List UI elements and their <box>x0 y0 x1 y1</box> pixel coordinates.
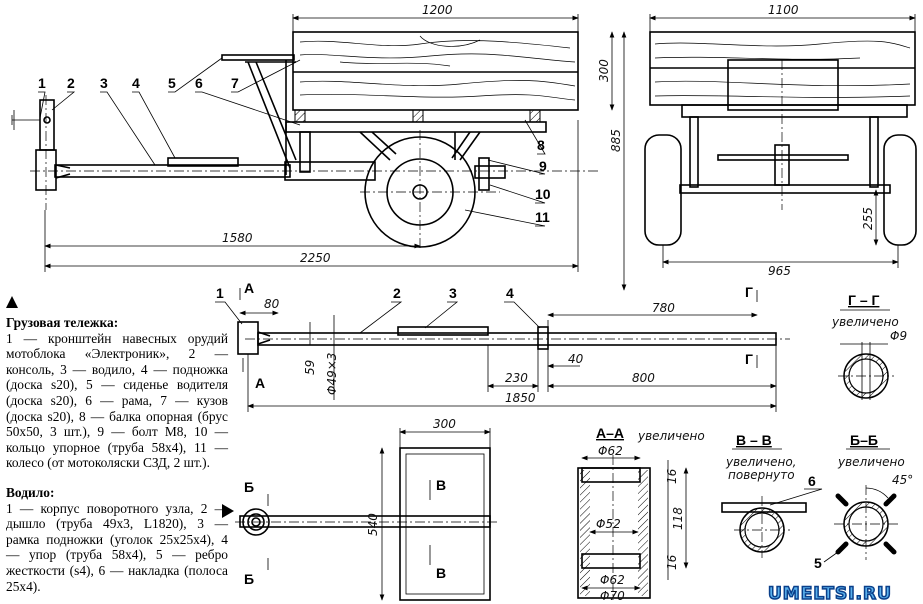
dim-aa-h2: 16 <box>665 554 679 570</box>
trailer-legend: 1 — кронштейн навесных орудий мотоблока … <box>6 330 228 471</box>
dim-230: 230 <box>505 371 528 385</box>
footstep-board <box>167 157 239 167</box>
dim-footboard-length: 540 <box>366 513 380 536</box>
section-vv-subtitle-2: повернуто <box>728 468 795 482</box>
section-gg-dim: Φ9 <box>890 329 907 343</box>
section-a-a: А–А увеличено Φ62 Φ52 Φ62 Φ70 16 16 118 <box>577 425 705 603</box>
dim-body-height: 300 <box>597 59 611 82</box>
section-aa-title: А–А <box>596 425 624 441</box>
footstep-frame <box>397 326 489 336</box>
triangle-right-marker <box>222 504 234 518</box>
side-view: 1200 300 885 1580 2250 1 2 3 4 5 6 7 8 9… <box>11 3 627 291</box>
drawbar-view: А А Г Г 80 780 40 230 800 1850 59 Φ49×3 … <box>215 280 790 412</box>
drawbar-callout-2: 2 <box>393 285 401 301</box>
dim-clearance: 255 <box>861 207 875 230</box>
section-bb-title: Б–Б <box>850 432 878 448</box>
dim-tube: Φ49×3 <box>325 353 339 395</box>
dim-aa-top: Φ62 <box>598 444 623 458</box>
dim-aa-outer: Φ70 <box>600 589 625 603</box>
callout-11: 11 <box>535 209 550 225</box>
support-beam <box>412 109 424 123</box>
section-bb-callout: 5 <box>814 555 822 571</box>
dim-aa-h1: 16 <box>665 468 679 484</box>
rear-wheel-right <box>883 134 917 246</box>
driver-seat <box>221 54 295 61</box>
cargo-body <box>292 31 579 111</box>
section-gg-subtitle: увеличено <box>831 315 899 329</box>
dim-780: 780 <box>652 301 675 315</box>
dim-80: 80 <box>264 297 280 311</box>
section-mark-g-top: Г <box>745 284 753 300</box>
dim-800: 800 <box>632 371 655 385</box>
dim-aa-bottom: Φ62 <box>600 573 625 587</box>
dim-axle-distance: 1580 <box>222 231 253 245</box>
callout-1: 1 <box>38 75 46 91</box>
drawbar-legend: 1 — корпус поворотного узла, 2 — дышло (… <box>6 500 228 594</box>
dim-40: 40 <box>568 352 584 366</box>
dim-body-width: 1100 <box>768 3 799 17</box>
dim-aa-inner: Φ52 <box>596 517 621 531</box>
dim-aa-height: 118 <box>671 507 685 530</box>
bolt-m8 <box>478 157 490 191</box>
section-vv-callout: 6 <box>808 473 816 489</box>
callout-6: 6 <box>195 75 203 91</box>
callout-5: 5 <box>168 75 176 91</box>
section-b-b: Б–Б увеличено 45° 5 <box>814 432 913 571</box>
section-v-v: В – В увеличено, повернуто 6 <box>721 432 823 558</box>
section-g-g: Г – Г увеличено Φ9 <box>831 292 907 400</box>
callout-4: 4 <box>132 75 140 91</box>
trailer-heading: Грузовая тележка: <box>6 315 119 330</box>
drawbar-callout-1: 1 <box>216 285 224 301</box>
swivel-body <box>237 321 259 355</box>
callout-10: 10 <box>535 186 551 202</box>
figure-caption: Грузовая тележка: 1 — кронштейн навесных… <box>6 315 228 594</box>
callout-9: 9 <box>539 158 547 174</box>
section-vv-title: В – В <box>736 432 772 448</box>
support-beam <box>529 109 541 123</box>
watermark: UMELTSI.RU <box>767 583 892 604</box>
dim-body-length: 1200 <box>422 3 453 17</box>
drawbar-callout-4: 4 <box>506 285 514 301</box>
dim-track: 965 <box>768 264 791 278</box>
section-mark-v-top: В <box>436 477 446 493</box>
section-gg-title: Г – Г <box>848 292 880 308</box>
section-mark-b-top: Б <box>244 479 254 495</box>
frame <box>285 121 547 133</box>
footboard-view: 300 540 Б Б В В <box>235 417 500 601</box>
dim-1850: 1850 <box>505 391 536 405</box>
section-mark-g-bottom: Г <box>745 351 753 367</box>
section-bb-subtitle: увеличено <box>837 455 905 469</box>
support-beam <box>294 109 306 123</box>
section-mark-a-top: А <box>244 280 254 296</box>
drawbar-heading: Водило: <box>6 484 55 500</box>
section-bb-angle: 45° <box>892 473 913 487</box>
section-vv-subtitle-1: увеличено, <box>725 455 797 469</box>
section-mark-v-bottom: В <box>436 565 446 581</box>
callout-3: 3 <box>100 75 108 91</box>
dim-59: 59 <box>303 360 317 375</box>
section-aa-subtitle: увеличено <box>637 429 705 443</box>
drawbar-callout-3: 3 <box>449 285 457 301</box>
dim-total-length: 2250 <box>300 251 331 265</box>
section-mark-a-bottom: А <box>255 375 265 391</box>
dim-total-height: 885 <box>609 129 623 152</box>
drawbar-tube-plan <box>239 515 491 528</box>
dim-footboard-width: 300 <box>433 417 456 431</box>
callout-7: 7 <box>231 75 239 91</box>
rear-wheel-left <box>644 134 682 246</box>
callout-2: 2 <box>67 75 75 91</box>
rear-view: 1100 965 255 <box>644 3 917 278</box>
section-mark-b-bottom: Б <box>244 571 254 587</box>
callout-8: 8 <box>537 137 545 153</box>
triangle-up-marker <box>6 296 18 308</box>
